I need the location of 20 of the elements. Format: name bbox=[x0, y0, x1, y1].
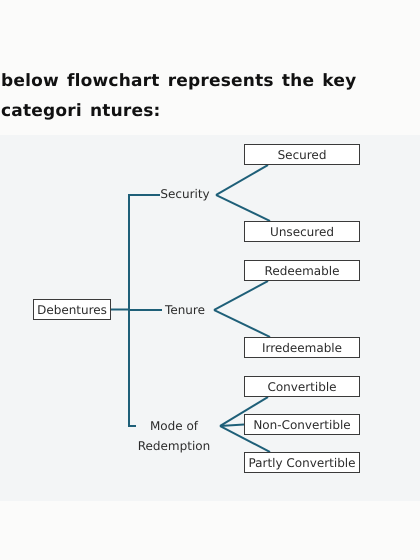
category-box: Partly Convertible bbox=[244, 452, 360, 473]
category-box: Unsecured bbox=[244, 221, 360, 242]
category-box: Non-Convertible bbox=[244, 414, 360, 435]
category-box: Secured bbox=[244, 144, 360, 165]
branch-label: Mode of Redemption bbox=[134, 416, 214, 456]
category-box: Convertible bbox=[244, 376, 360, 397]
connector-line bbox=[220, 425, 270, 453]
connector-line bbox=[220, 424, 244, 427]
connector-line bbox=[111, 308, 136, 427]
connector-line bbox=[219, 396, 269, 427]
category-box: Redeemable bbox=[244, 260, 360, 281]
connector-line bbox=[216, 164, 268, 196]
category-box: Irredeemable bbox=[244, 337, 360, 358]
branch-label: Security bbox=[158, 184, 212, 204]
heading: below flowchart represents the key categori ntures: bbox=[1, 70, 358, 123]
connector-line bbox=[216, 194, 270, 222]
connector-line bbox=[214, 280, 268, 311]
branch-label: Tenure bbox=[160, 300, 210, 320]
connector-line bbox=[214, 309, 270, 338]
category-box: Debentures bbox=[33, 299, 111, 320]
